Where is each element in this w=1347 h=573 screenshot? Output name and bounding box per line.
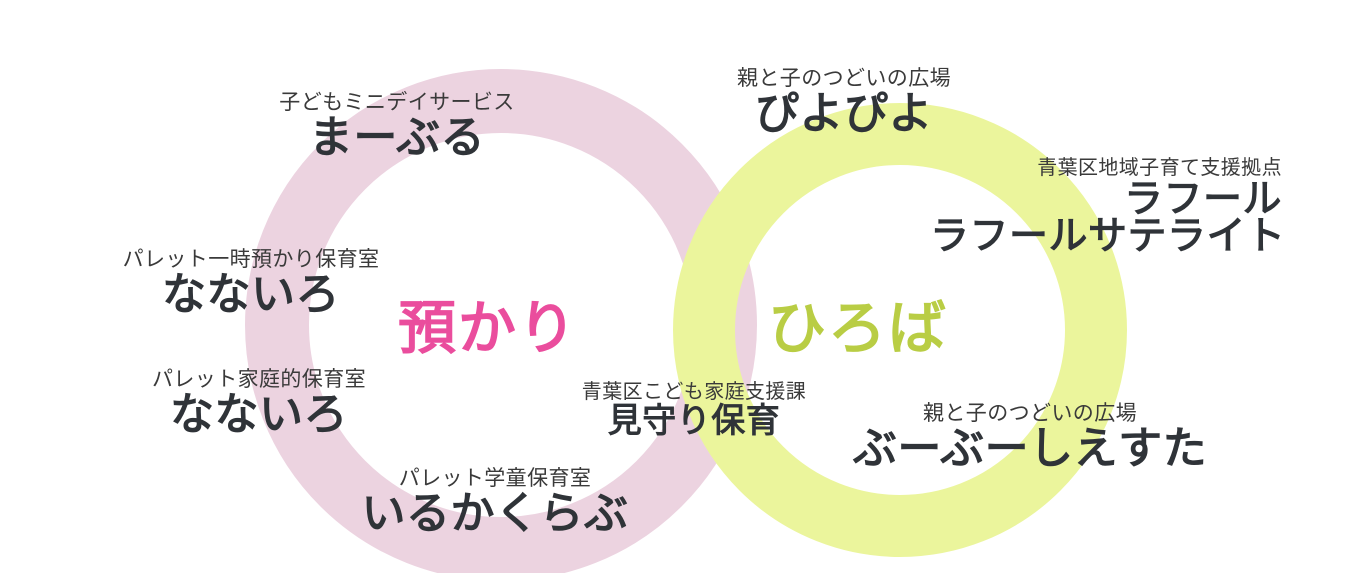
label-mimamori-main: 見守り保育 [607, 401, 781, 440]
label-marble-main: まーぶる [308, 112, 486, 162]
label-lafull-main: ラフール [1123, 177, 1282, 221]
hiroba-ring [673, 103, 1127, 557]
label-lafull-main-secondary: ラフールサテライト [930, 215, 1286, 259]
circle-caption-hiroba: ひろば [768, 296, 949, 361]
label-nanairo-kateiteki-sub: パレット家庭的保育室 [152, 368, 366, 391]
label-mimamori: 青葉区こども家庭支援課 見守り保育 [548, 382, 840, 439]
label-nanairo-kateiteki: パレット家庭的保育室 なないろ [114, 369, 404, 438]
label-lafull-sub: 青葉区地域子育て支援拠点 [1037, 157, 1282, 179]
label-lafull: 青葉区地域子育て支援拠点 ラフール ラフールサテライト [930, 157, 1286, 259]
label-irukaclub-main: いるかくらぶ [361, 488, 629, 538]
label-irukaclub: パレット学童保育室 いるかくらぶ [340, 468, 650, 537]
label-nanairo-ichiji: パレット一時預かり保育室 なないろ [96, 249, 406, 318]
label-booboo: 親と子のつどいの広場 ぶーぶーしえすた [830, 403, 1230, 472]
label-nanairo-kateiteki-main: なないろ [170, 389, 348, 439]
circle-caption-azukari: 預かり [398, 296, 579, 361]
label-booboo-sub: 親と子のつどいの広場 [923, 402, 1137, 425]
label-nanairo-ichiji-sub: パレット一時預かり保育室 [122, 248, 380, 271]
label-piyopiyo: 親と子のつどいの広場 ぴよぴよ [706, 68, 982, 137]
label-marble-sub: 子どもミニデイサービス [279, 91, 515, 114]
label-booboo-main: ぶーぶーしえすた [852, 423, 1208, 473]
label-marble: 子どもミニデイサービス まーぶる [252, 92, 542, 161]
label-piyopiyo-main: ぴよぴよ [755, 88, 933, 138]
label-piyopiyo-sub: 親と子のつどいの広場 [737, 67, 951, 90]
label-irukaclub-sub: パレット学童保育室 [398, 467, 592, 490]
label-mimamori-sub: 青葉区こども家庭支援課 [581, 381, 807, 403]
label-nanairo-ichiji-main: なないろ [162, 269, 340, 319]
